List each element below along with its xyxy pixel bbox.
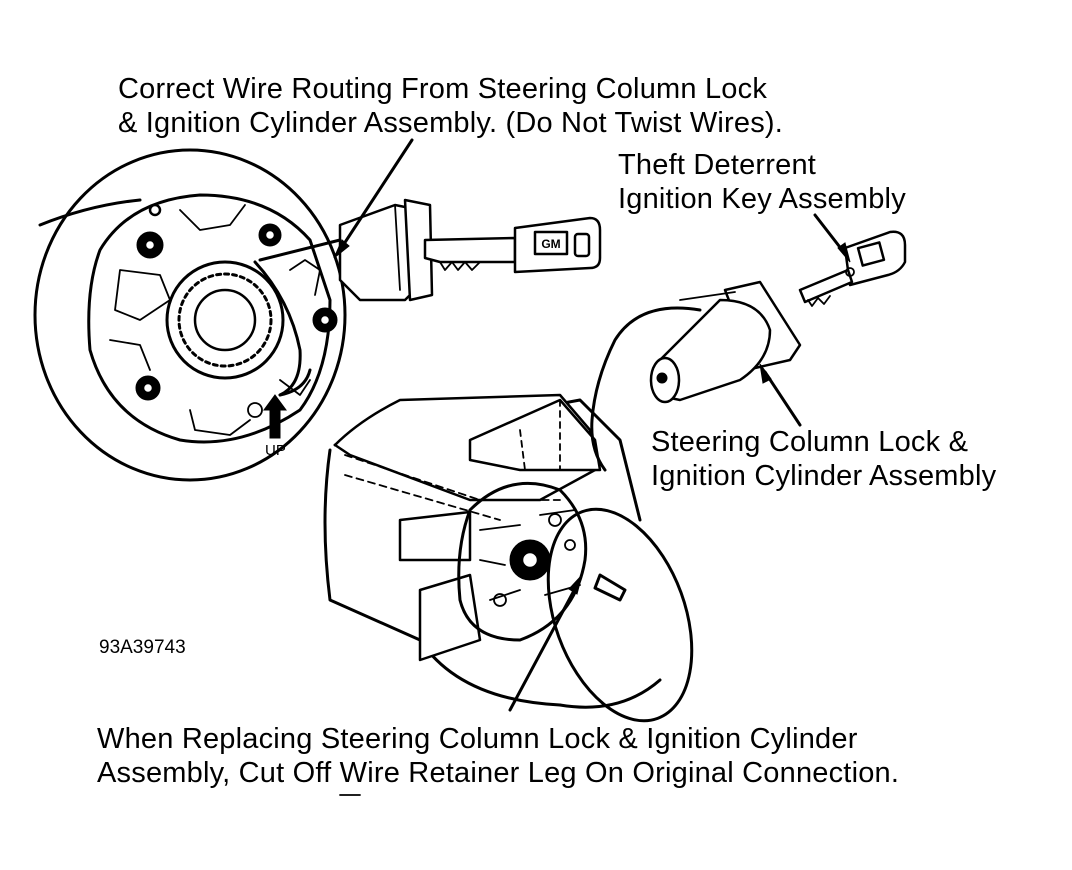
- key-assembly-label: Theft Deterrent Ignition Key Assembly: [618, 148, 906, 216]
- gm-badge-text: GM: [541, 237, 560, 251]
- lock-assembly-label: Steering Column Lock & Ignition Cylinder…: [651, 425, 996, 493]
- wire-routing-line-2: & Ignition Cylinder Assembly. (Do Not Tw…: [118, 107, 784, 139]
- replacement-note-line-1: When Replacing Steering Column Lock & Ig…: [97, 723, 858, 755]
- figure-code: 93A39743: [99, 637, 186, 658]
- wire-routing-label: Correct Wire Routing From Steering Colum…: [118, 72, 783, 140]
- theft-deterrent-key: [798, 230, 907, 307]
- steering-column-tube: [323, 393, 694, 723]
- lock-assembly-line-2: Ignition Cylinder Assembly: [651, 460, 997, 492]
- wire-routing-line-1: Correct Wire Routing From Steering Colum…: [118, 73, 768, 105]
- lock-assembly-line-1: Steering Column Lock &: [651, 426, 969, 458]
- key-in-lock: GM: [338, 198, 602, 302]
- key-assembly-line-1: Theft Deterrent: [618, 149, 817, 181]
- replacement-note-label: When Replacing Steering Column Lock & Ig…: [97, 722, 899, 790]
- lock-cylinder: [590, 280, 802, 472]
- leader-lines: [333, 138, 851, 796]
- key-assembly-line-2: Ignition Key Assembly: [618, 183, 906, 215]
- replacement-note-line-2: Assembly, Cut Off Wire Retainer Leg On O…: [97, 757, 900, 789]
- lock-plate-assembly: [33, 148, 387, 482]
- up-marker-label: UP: [265, 442, 286, 459]
